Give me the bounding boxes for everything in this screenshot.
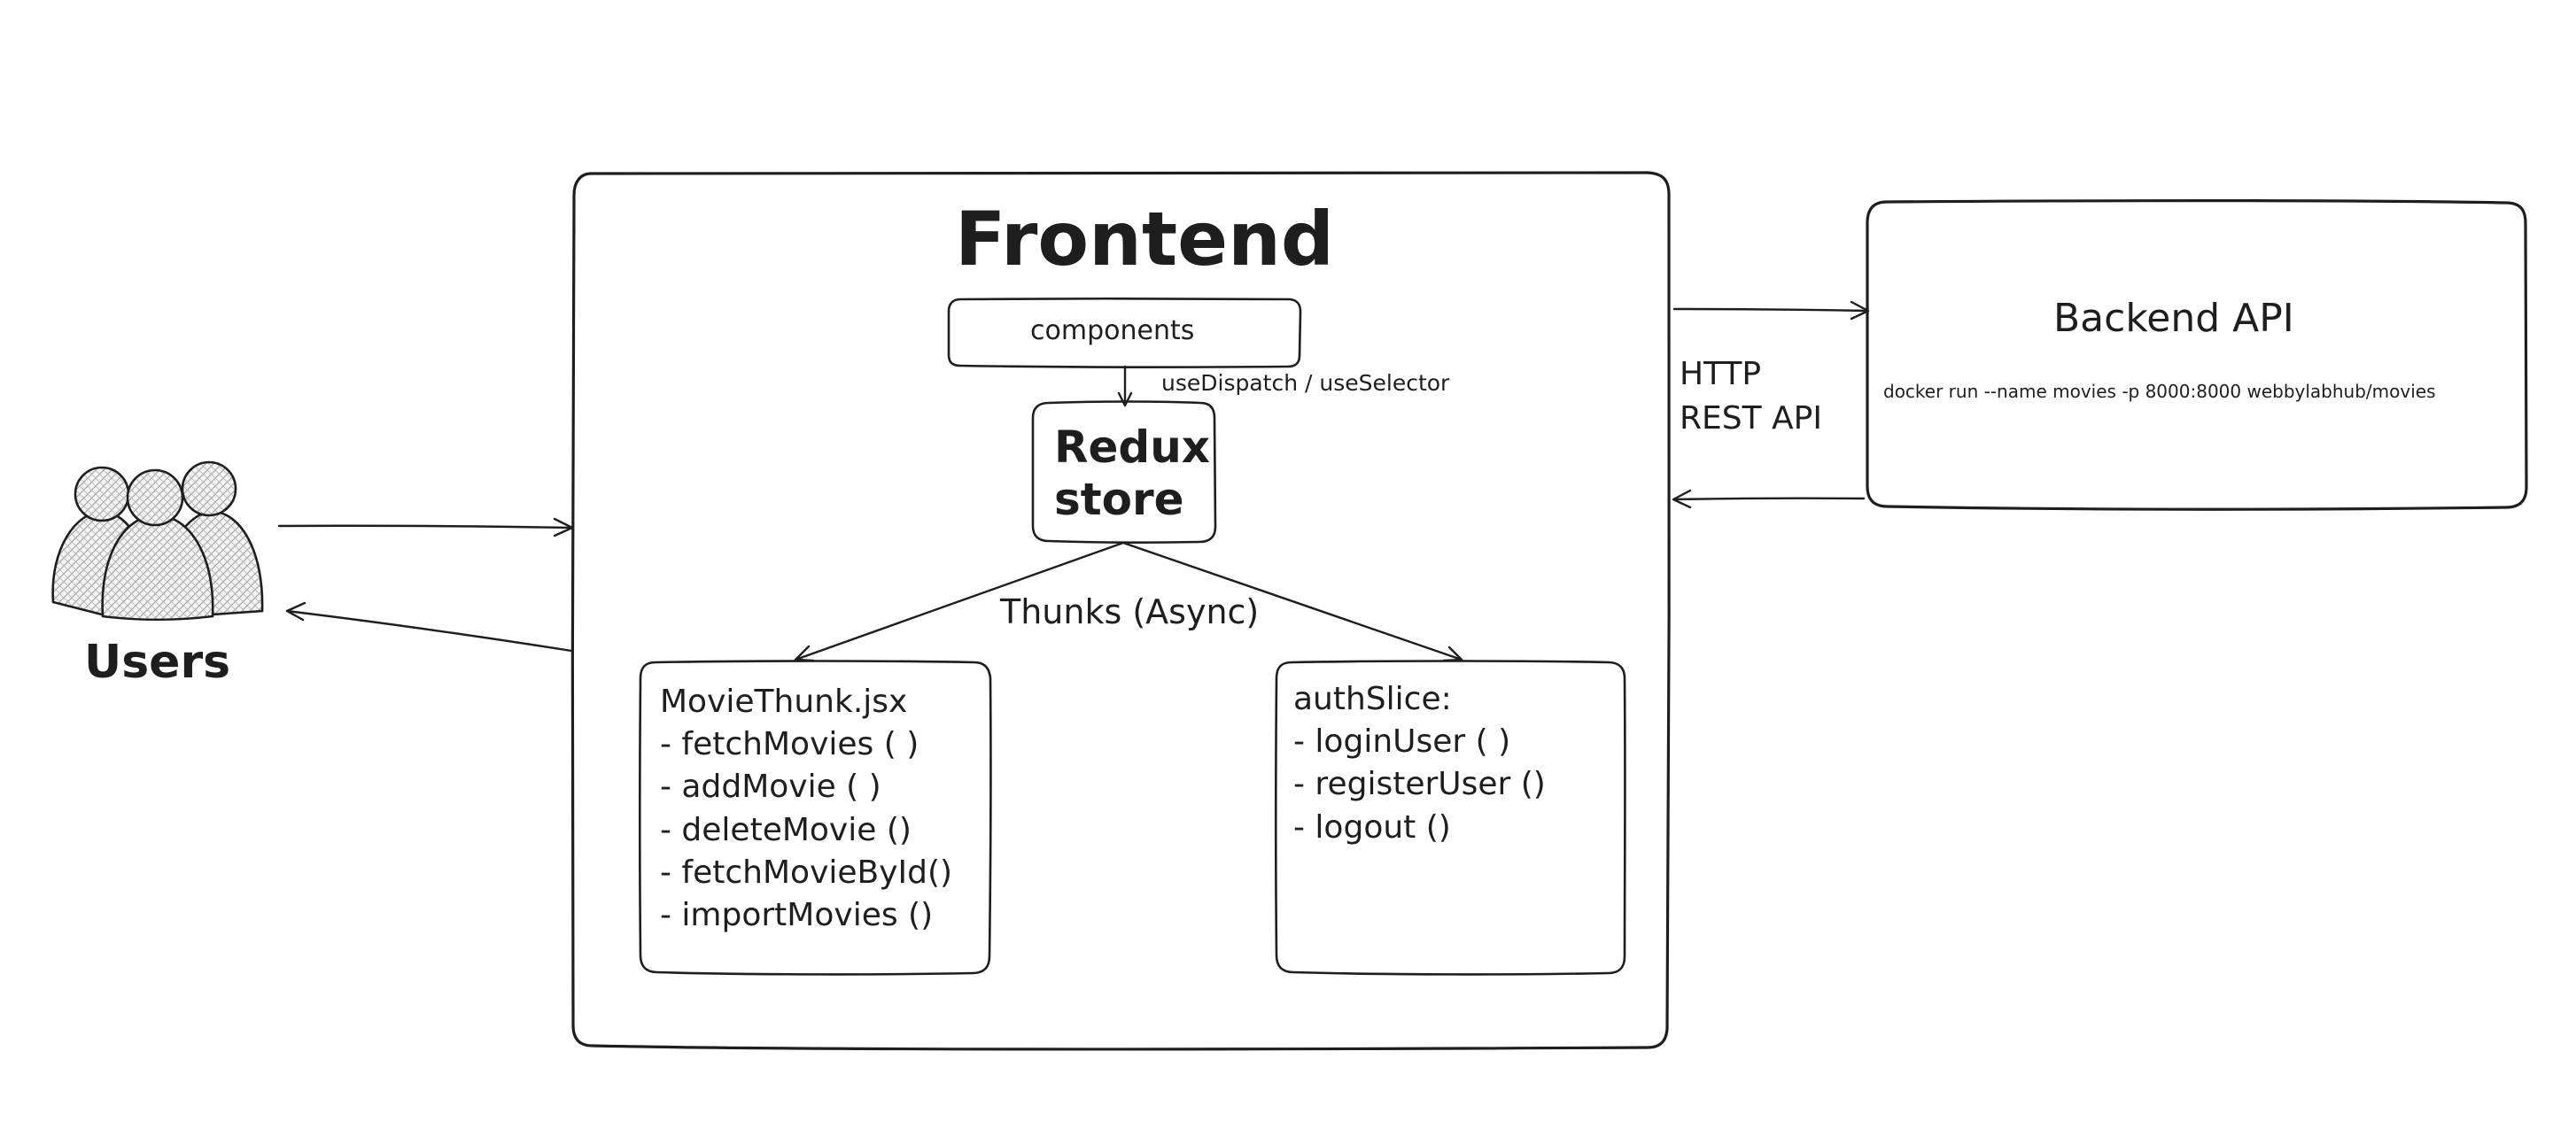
moviethunk-box xyxy=(638,660,992,976)
user-request-arrow xyxy=(277,517,574,537)
moviethunk-item: - importMovies () xyxy=(660,897,934,933)
components-to-store-arrow xyxy=(1117,365,1133,407)
authslice-item: - logout () xyxy=(1293,809,1451,846)
frontend-container xyxy=(570,170,1671,1051)
authslice-item: - registerUser () xyxy=(1293,766,1546,802)
redux-store-label: Redux store xyxy=(1054,421,1211,525)
frontend-title: Frontend xyxy=(955,196,1334,282)
backend-box xyxy=(1866,199,2528,511)
backend-title: Backend API xyxy=(2053,296,2294,341)
moviethunk-item: - addMovie ( ) xyxy=(660,769,881,805)
backend-docker-command: docker run --name movies -p 8000:8000 we… xyxy=(1883,381,2436,402)
user-response-arrow xyxy=(285,601,573,653)
authslice-title: authSlice: xyxy=(1293,681,1452,717)
moviethunk-item: - fetchMovies ( ) xyxy=(660,726,919,762)
thunks-label: Thunks (Async) xyxy=(1000,592,1260,631)
dispatch-selector-label: useDispatch / useSelector xyxy=(1161,370,1450,396)
components-label: components xyxy=(1030,315,1195,346)
moviethunk-title: MovieThunk.jsx xyxy=(660,684,908,720)
request-to-backend-arrow xyxy=(1672,300,1870,321)
users-label: Users xyxy=(84,636,231,689)
authslice-box xyxy=(1274,660,1626,976)
redux-store-box xyxy=(1031,400,1217,544)
response-from-backend-arrow xyxy=(1672,489,1866,509)
users-icon xyxy=(51,460,264,622)
moviethunk-item: - fetchMovieById() xyxy=(660,854,953,891)
authslice-item: - loginUser ( ) xyxy=(1293,723,1511,760)
moviethunk-item: - deleteMovie () xyxy=(660,812,912,848)
components-box xyxy=(947,297,1302,368)
http-rest-api-label: HTTP REST API xyxy=(1680,356,1822,437)
